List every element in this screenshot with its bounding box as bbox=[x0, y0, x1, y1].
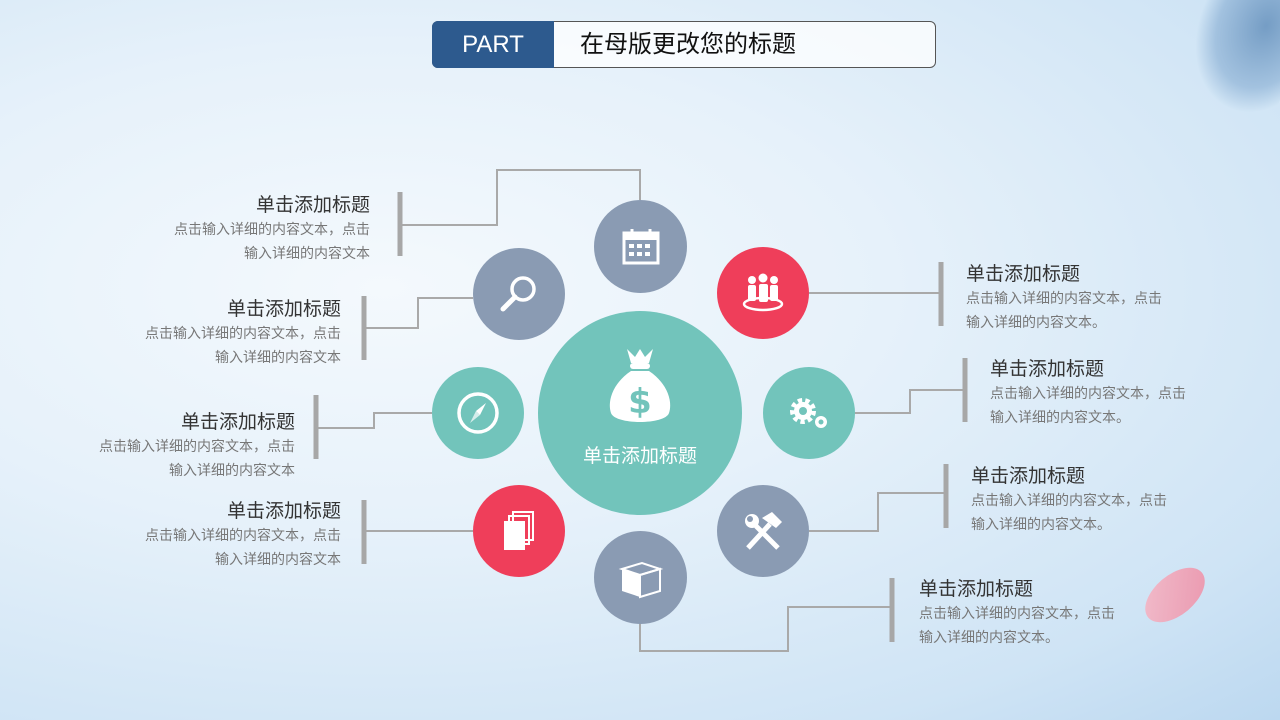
right-item-3[interactable]: 单击添加标题点击输入详细的内容文本，点击输入详细的内容文本。 bbox=[971, 463, 1271, 537]
center-label: 单击添加标题 bbox=[582, 445, 697, 467]
item-desc: 点击输入详细的内容文本，点击 bbox=[99, 439, 295, 455]
slide-title[interactable]: 在母版更改您的标题 bbox=[580, 30, 796, 58]
compass-icon bbox=[457, 392, 499, 434]
left-item-1[interactable]: 单击添加标题点击输入详细的内容文本，点击输入详细的内容文本 bbox=[70, 192, 370, 266]
item-title: 单击添加标题 bbox=[971, 465, 1086, 487]
item-desc: 输入详细的内容文本 bbox=[215, 350, 341, 366]
item-title: 单击添加标题 bbox=[990, 358, 1105, 380]
item-desc: 输入详细的内容文本 bbox=[244, 246, 370, 262]
part-badge: PART bbox=[432, 21, 554, 68]
item-desc: 点击输入详细的内容文本，点击 bbox=[966, 291, 1162, 307]
box-node[interactable] bbox=[594, 531, 687, 624]
left-item-2[interactable]: 单击添加标题点击输入详细的内容文本，点击输入详细的内容文本 bbox=[41, 296, 341, 370]
left-item-3[interactable]: 单击添加标题点击输入详细的内容文本，点击输入详细的内容文本 bbox=[0, 409, 295, 483]
team-node[interactable] bbox=[717, 247, 809, 339]
hammer-wrench-icon bbox=[745, 512, 782, 550]
item-title: 单击添加标题 bbox=[919, 578, 1034, 600]
item-desc: 输入详细的内容文本。 bbox=[990, 410, 1130, 426]
compass-node[interactable] bbox=[432, 367, 524, 459]
calendar-icon bbox=[622, 228, 659, 264]
calendar-node[interactable] bbox=[594, 200, 687, 293]
item-title: 单击添加标题 bbox=[226, 500, 341, 522]
item-desc: 输入详细的内容文本。 bbox=[966, 315, 1106, 331]
center-circle[interactable]: $ 单击添加标题 bbox=[538, 311, 742, 515]
item-desc: 点击输入详细的内容文本，点击 bbox=[174, 222, 370, 238]
item-desc: 输入详细的内容文本 bbox=[169, 463, 295, 479]
right-item-4[interactable]: 单击添加标题点击输入详细的内容文本，点击输入详细的内容文本。 bbox=[919, 576, 1219, 650]
right-item-1[interactable]: 单击添加标题点击输入详细的内容文本，点击输入详细的内容文本。 bbox=[966, 261, 1266, 335]
item-desc: 点击输入详细的内容文本，点击 bbox=[145, 528, 341, 544]
tools-node[interactable] bbox=[717, 485, 809, 577]
gears-icon bbox=[790, 398, 827, 428]
item-desc: 输入详细的内容文本。 bbox=[971, 517, 1111, 533]
search-icon bbox=[500, 276, 536, 312]
item-desc: 点击输入详细的内容文本，点击 bbox=[919, 606, 1115, 622]
gears-node[interactable] bbox=[763, 367, 855, 459]
left-item-4[interactable]: 单击添加标题点击输入详细的内容文本，点击输入详细的内容文本 bbox=[41, 498, 341, 572]
search-node[interactable] bbox=[473, 248, 565, 340]
item-title: 单击添加标题 bbox=[226, 298, 341, 320]
item-title: 单击添加标题 bbox=[966, 263, 1081, 285]
cube-icon bbox=[618, 561, 663, 598]
svg-text:$: $ bbox=[628, 382, 652, 422]
item-desc: 输入详细的内容文本。 bbox=[919, 630, 1059, 646]
item-desc: 点击输入详细的内容文本，点击 bbox=[990, 386, 1186, 402]
documents-node[interactable] bbox=[473, 485, 565, 577]
money-bag-icon: $ bbox=[609, 349, 671, 422]
item-desc: 输入详细的内容文本 bbox=[215, 552, 341, 568]
item-title: 单击添加标题 bbox=[180, 411, 295, 433]
item-desc: 点击输入详细的内容文本，点击 bbox=[971, 493, 1167, 509]
documents-icon bbox=[504, 511, 534, 550]
item-desc: 点击输入详细的内容文本，点击 bbox=[145, 326, 341, 342]
team-icon bbox=[742, 273, 784, 312]
item-title: 单击添加标题 bbox=[255, 194, 370, 216]
right-item-2[interactable]: 单击添加标题点击输入详细的内容文本，点击输入详细的内容文本。 bbox=[990, 356, 1280, 430]
